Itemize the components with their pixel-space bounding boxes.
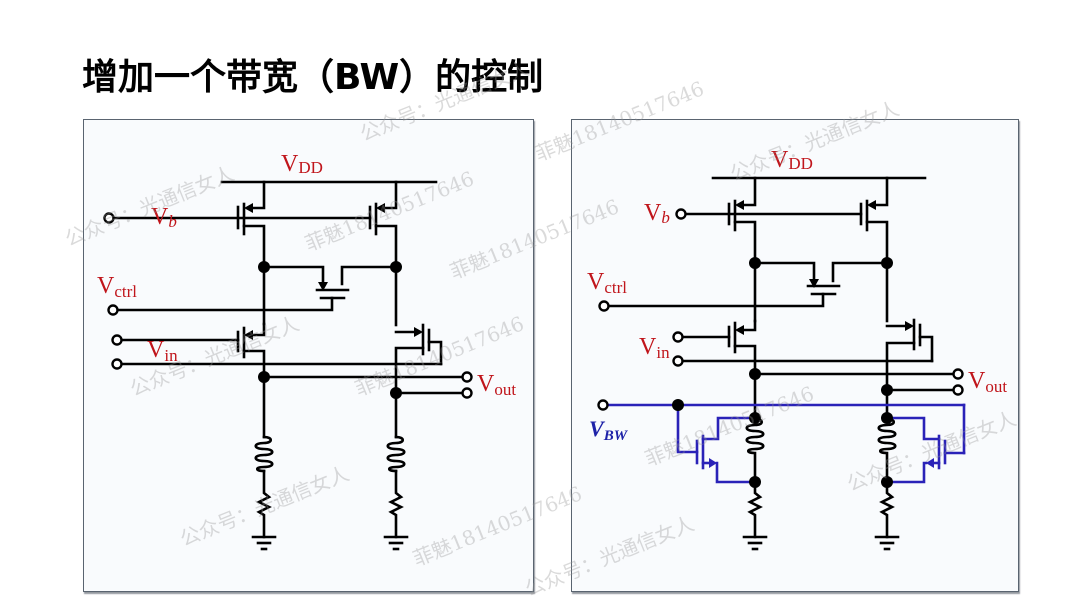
pmos-input-right xyxy=(885,318,934,392)
ground-left xyxy=(251,535,277,551)
vbw-label: VBW xyxy=(589,416,629,444)
vin-terminal-2 xyxy=(111,358,123,370)
pmos-load-right xyxy=(859,176,889,265)
vout-terminal-2 xyxy=(461,387,473,399)
nmos-bw-switch-right xyxy=(885,416,966,484)
vin-terminal-1 xyxy=(111,334,123,346)
nmos-ctrl xyxy=(116,265,398,312)
vbw-terminal xyxy=(597,399,609,411)
vb-terminal xyxy=(675,208,687,220)
pmos-input-left xyxy=(120,322,266,379)
resistor-left xyxy=(256,469,272,539)
terminals xyxy=(103,212,473,399)
ground-right xyxy=(383,535,409,551)
vctrl-terminal xyxy=(107,304,119,316)
ground-left xyxy=(742,535,768,551)
inductor-right xyxy=(386,435,406,473)
vout-terminal-1 xyxy=(952,368,964,380)
ground-right xyxy=(874,535,900,551)
vctrl-terminal xyxy=(598,300,610,312)
pmos-load-left xyxy=(727,176,757,265)
vout-terminal-2 xyxy=(952,384,964,396)
resistor-right xyxy=(879,480,895,539)
slide-title: 增加一个带宽（BW）的控制 xyxy=(82,57,544,98)
inductor-left xyxy=(745,417,765,484)
inductor-left xyxy=(254,435,274,473)
resistor-right xyxy=(388,469,404,539)
bw-control-network xyxy=(605,403,966,484)
nmos-ctrl xyxy=(606,261,889,308)
vout-terminal-1 xyxy=(461,371,473,383)
vb-label: Vb xyxy=(644,200,670,227)
vout-label: Vout xyxy=(968,368,1007,396)
pmos-input-right xyxy=(394,323,443,395)
vin-label: Vin xyxy=(147,337,178,365)
circuit-diagram-original: VDD Vb Vctrl Vin Vout xyxy=(97,151,516,551)
junction-nodes xyxy=(258,261,402,399)
vin-terminal-1 xyxy=(672,331,684,343)
circuit-diagram-bw-control: VDD Vb Vctrl Vin Vout VBW xyxy=(587,147,1007,551)
resistor-left xyxy=(747,480,763,539)
vout-label: Vout xyxy=(477,371,516,399)
terminals xyxy=(597,208,964,411)
pmos-load-right xyxy=(368,180,398,269)
vin-label: Vin xyxy=(639,334,670,362)
vb-terminal xyxy=(103,212,115,224)
circuit-panel-bw-control: VDD Vb Vctrl Vin Vout VBW xyxy=(571,119,1019,592)
pmos-load-left xyxy=(236,180,266,269)
vin-terminal-2 xyxy=(672,355,684,367)
pmos-input-left xyxy=(681,319,757,376)
vctrl-label: Vctrl xyxy=(97,273,137,301)
vdd-label: VDD xyxy=(771,147,813,173)
circuit-panel-original: VDD Vb Vctrl Vin Vout xyxy=(83,119,534,592)
inductor-right xyxy=(877,417,897,484)
vb-label: Vb xyxy=(151,204,177,231)
vctrl-label: Vctrl xyxy=(587,269,627,297)
junction-nodes xyxy=(672,257,893,488)
nmos-bw-switch-left xyxy=(676,403,757,484)
vdd-label: VDD xyxy=(281,151,323,177)
